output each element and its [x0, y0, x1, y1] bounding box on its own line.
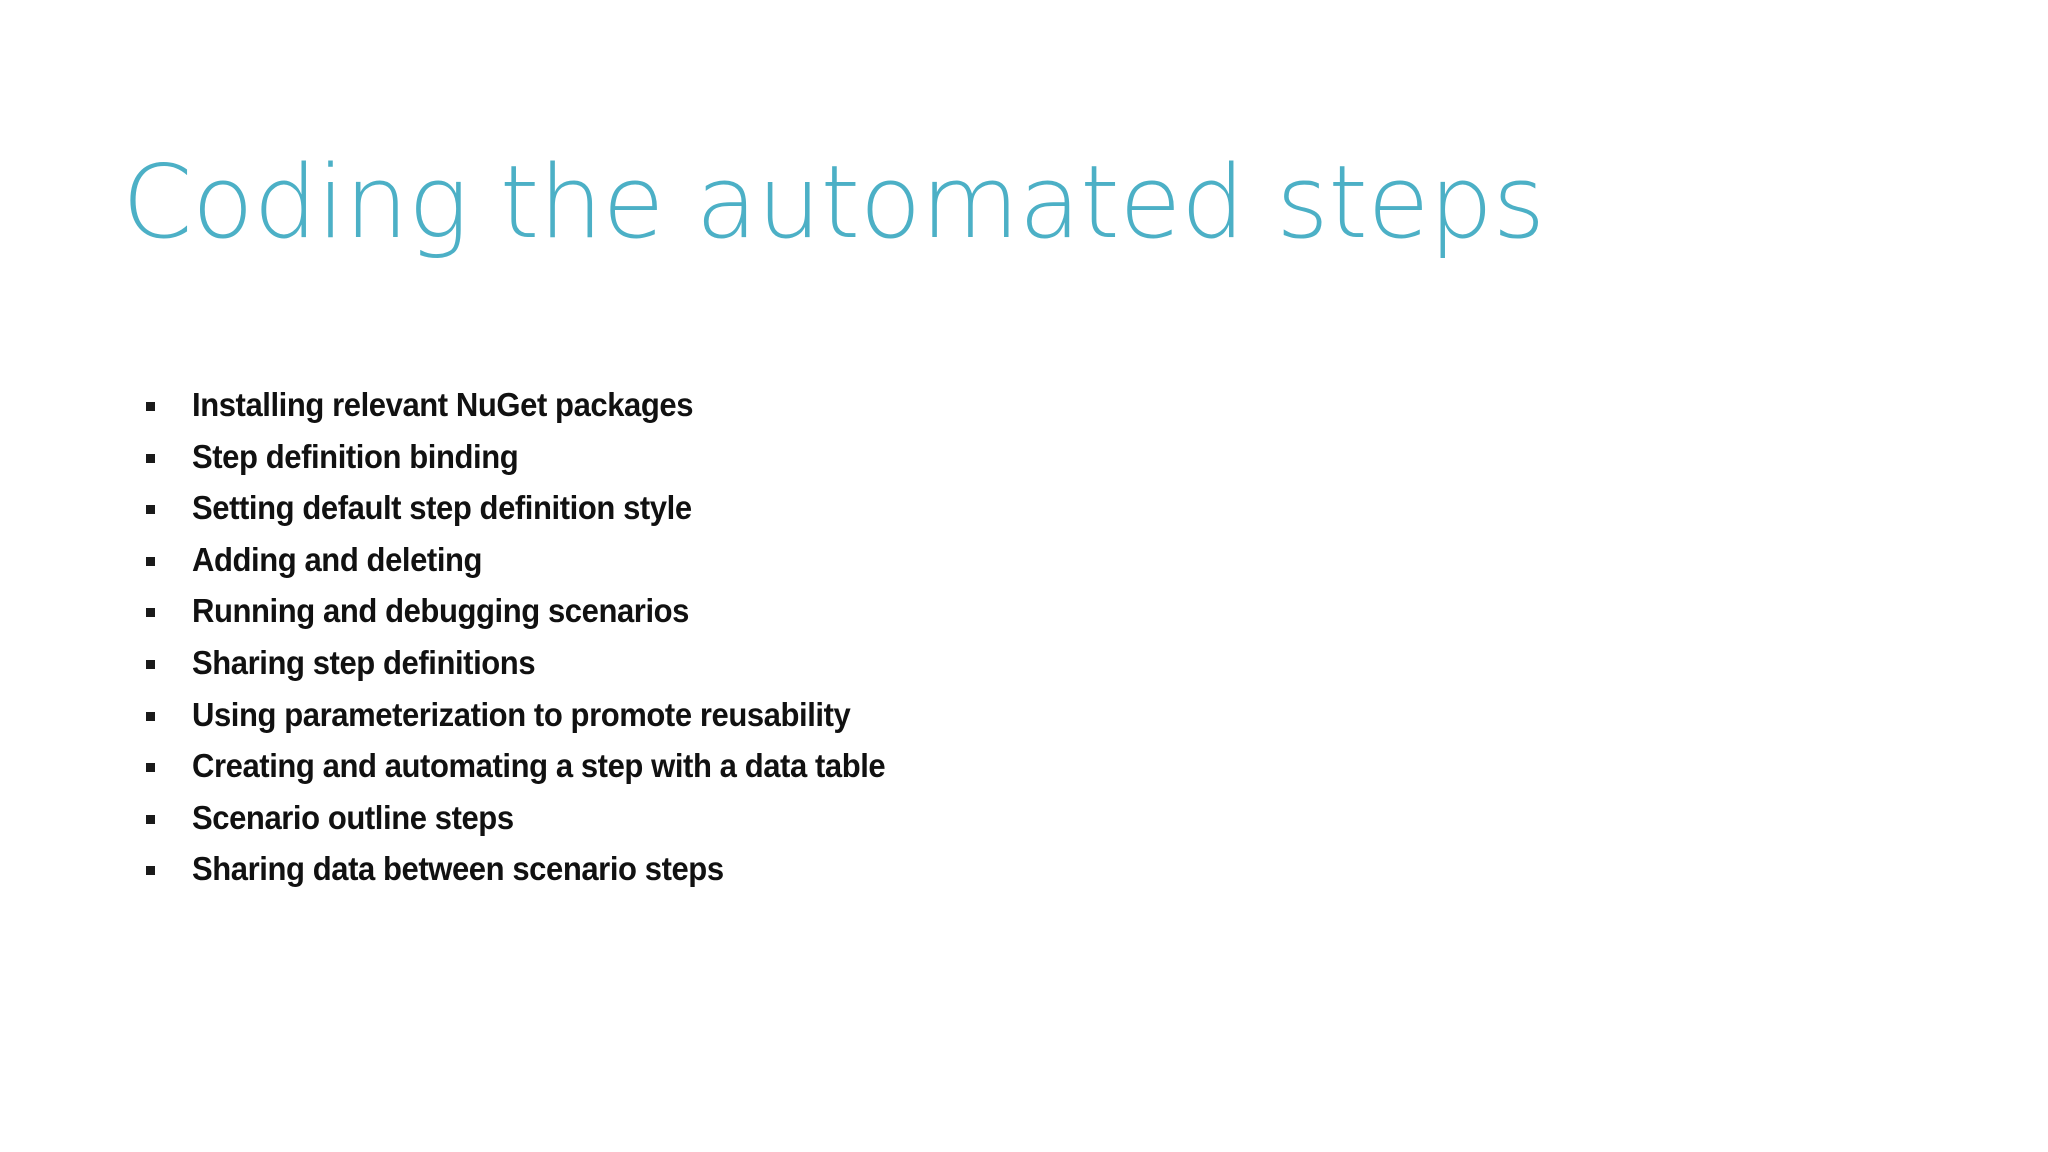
square-bullet-icon: [146, 402, 155, 411]
list-item-label: Sharing step definitions: [192, 643, 536, 681]
square-bullet-icon: [146, 608, 155, 618]
list-item-label: Sharing data between scenario steps: [192, 850, 724, 888]
list-item-label: Step definition binding: [192, 437, 519, 475]
square-bullet-icon: [146, 659, 155, 669]
list-item: Adding and deleting: [146, 540, 1846, 595]
square-bullet-icon: [146, 814, 155, 824]
list-item: Step definition binding: [146, 437, 1846, 492]
square-bullet-icon: [146, 711, 155, 721]
square-bullet-icon: [146, 866, 155, 876]
list-item-label: Running and debugging scenarios: [192, 592, 690, 630]
list-item-label: Setting default step definition style: [192, 489, 692, 527]
square-bullet-icon: [146, 505, 155, 515]
square-bullet-icon: [146, 556, 155, 566]
list-item-label: Scenario outline steps: [192, 798, 514, 836]
list-item: Using parameterization to promote reusab…: [146, 695, 1846, 750]
list-item-label: Installing relevant NuGet packages: [192, 386, 694, 423]
square-bullet-icon: [146, 453, 155, 463]
list-item: Setting default step definition style: [146, 491, 1846, 543]
list-item: Installing relevant NuGet packages: [146, 388, 1846, 440]
list-item: Scenario outline steps: [146, 798, 1846, 853]
list-item: Running and debugging scenarios: [146, 594, 1846, 646]
bullet-list: Installing relevant NuGet packages Step …: [146, 388, 1846, 904]
list-item: Creating and automating a step with a da…: [146, 749, 1846, 801]
list-item-label: Creating and automating a step with a da…: [192, 747, 886, 785]
square-bullet-icon: [146, 763, 155, 773]
list-item: Sharing data between scenario steps: [146, 852, 1846, 904]
list-item-label: Using parameterization to promote reusab…: [192, 695, 851, 733]
list-item: Sharing step definitions: [146, 643, 1846, 698]
page-title: Coding the automated steps: [122, 143, 1545, 261]
list-item-label: Adding and deleting: [192, 540, 483, 578]
